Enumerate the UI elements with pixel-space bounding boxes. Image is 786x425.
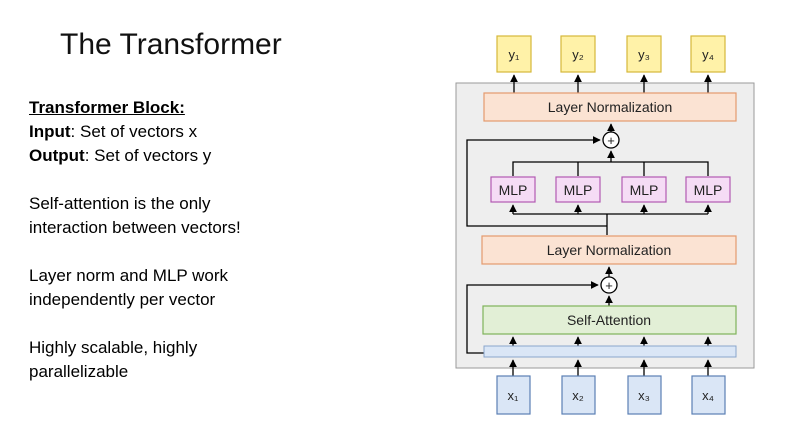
note-scalable-1: Highly scalable, highly [29, 338, 198, 357]
output-label: y₄ [702, 47, 714, 62]
residual-add-top: + [602, 131, 620, 149]
input-x1: x₁ [496, 375, 531, 415]
note-scalable-2: parallelizable [29, 362, 129, 381]
mlp-label: MLP [694, 182, 723, 198]
mlp-box-2: MLP [555, 176, 601, 203]
mlp-label: MLP [564, 182, 593, 198]
description-panel: Transformer Block: Input: Set of vectors… [29, 96, 329, 384]
mlp-label: MLP [499, 182, 528, 198]
layer-norm-top: Layer Normalization [483, 92, 737, 122]
input-label: x₂ [572, 388, 584, 403]
input-x2: x₂ [561, 375, 596, 415]
output-y3: y₃ [626, 35, 662, 73]
layer-norm-top-label: Layer Normalization [548, 99, 673, 115]
layer-norm-mid-label: Layer Normalization [547, 242, 672, 258]
input-line: Input: Set of vectors x [29, 122, 198, 141]
note-layernorm-1: Layer norm and MLP work [29, 266, 229, 285]
input-label: x₁ [508, 388, 520, 403]
input-x3: x₃ [627, 375, 662, 415]
output-label: y₃ [638, 47, 650, 62]
mlp-box-3: MLP [621, 176, 667, 203]
self-attention-label: Self-Attention [567, 312, 651, 328]
output-label: y₂ [572, 47, 584, 62]
mlp-box-4: MLP [685, 176, 731, 203]
note-self-attention-1: Self-attention is the only [29, 194, 211, 213]
self-attention-box: Self-Attention [482, 305, 737, 335]
slide-title: The Transformer [60, 28, 282, 61]
input-label: x₃ [638, 388, 650, 403]
output-y1: y₁ [496, 35, 532, 73]
output-line: Output: Set of vectors y [29, 146, 212, 165]
svg-text:+: + [607, 133, 615, 148]
mlp-label: MLP [630, 182, 659, 198]
svg-text:+: + [605, 278, 613, 293]
output-y4: y₄ [690, 35, 726, 73]
note-self-attention-2: interaction between vectors! [29, 218, 241, 237]
input-x4: x₄ [691, 375, 726, 415]
note-layernorm-2: independently per vector [29, 290, 216, 309]
output-label: y₁ [509, 47, 521, 62]
input-vector-bar [483, 345, 737, 358]
residual-add-bottom: + [600, 276, 618, 294]
output-y2: y₂ [560, 35, 596, 73]
block-heading: Transformer Block: [29, 98, 185, 117]
layer-norm-mid: Layer Normalization [481, 235, 737, 265]
mlp-box-1: MLP [490, 176, 536, 203]
input-label: x₄ [702, 388, 714, 403]
